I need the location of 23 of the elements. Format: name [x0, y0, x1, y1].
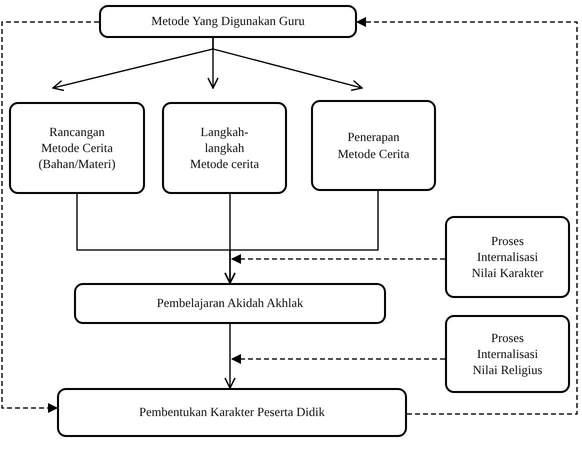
process-box: [445, 216, 570, 298]
arrow: [212, 38, 363, 91]
box-label: Metode Yang Digunakan Guru: [151, 13, 305, 30]
process-box: [445, 315, 570, 393]
box-label: Penerapan Metode Cerita: [337, 129, 410, 162]
dashed-arrow: [1, 21, 99, 413]
process-box: [74, 283, 386, 324]
process-box: [311, 100, 436, 191]
dashed-arrow: [356, 17, 578, 415]
box-label: Proses Internalisasi Nilai Karakter: [470, 232, 544, 282]
box-label: Langkah-langkah Metode cerita: [188, 124, 260, 172]
process-box: [57, 388, 407, 437]
box-label: Rancangan Metode Cerita (Bahan/Materi): [37, 124, 117, 172]
arrow: [224, 324, 236, 389]
arrow: [224, 191, 379, 284]
dashed-arrow: [231, 254, 445, 264]
process-box: [9, 102, 145, 194]
box-label: Pembelajaran Akidah Akhlak: [156, 295, 304, 312]
process-box: [99, 5, 357, 38]
dashed-arrow: [231, 354, 445, 364]
box-label: Proses Internalisasi Nilai Religius: [472, 330, 544, 378]
process-box: [162, 102, 287, 194]
box-label: Pembentukan Karakter Peserta Didik: [139, 404, 325, 421]
